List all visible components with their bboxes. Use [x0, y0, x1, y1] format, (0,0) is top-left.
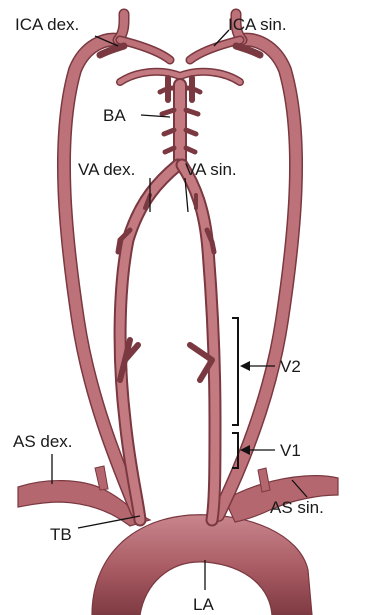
label-la: LA	[193, 595, 214, 614]
label-as-sin: AS sin.	[270, 498, 324, 517]
label-v2: V2	[280, 357, 301, 376]
label-ica-sin: ICA sin.	[228, 15, 287, 34]
label-tb: TB	[50, 525, 72, 544]
v2-arrow-head	[240, 361, 250, 371]
vertebral-arteries	[118, 165, 215, 520]
v2-bracket	[232, 318, 238, 425]
label-va-dex: VA dex.	[78, 160, 135, 179]
label-va-sin: VA sin.	[185, 160, 237, 179]
label-as-dex: AS dex.	[13, 432, 73, 451]
label-ica-dex: ICA dex.	[15, 15, 79, 34]
segment-brackets	[232, 318, 238, 468]
label-v1: V1	[280, 441, 301, 460]
label-ba: BA	[103, 106, 126, 125]
